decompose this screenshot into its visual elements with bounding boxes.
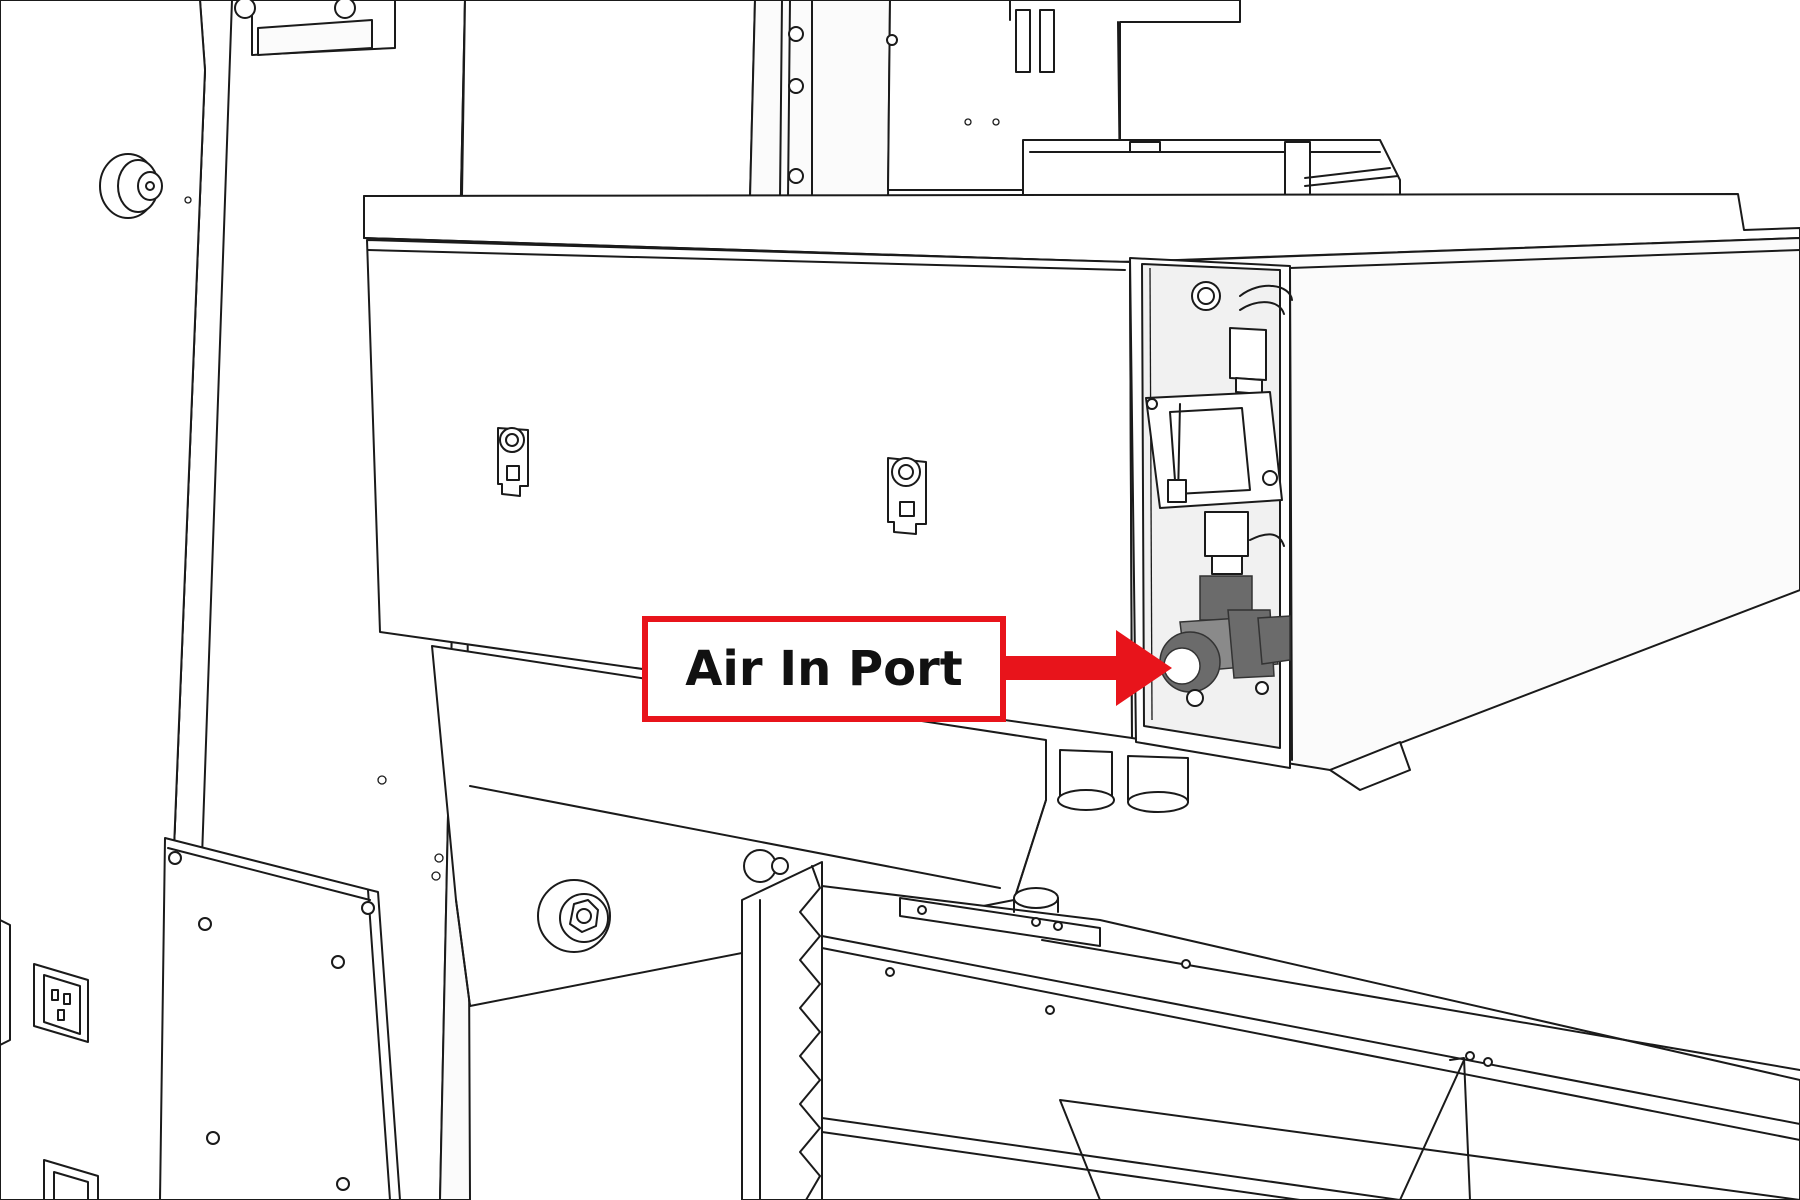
mount-left xyxy=(497,427,529,497)
enclosure-front-face xyxy=(366,239,1133,739)
knob xyxy=(99,153,192,219)
service-window xyxy=(1129,257,1293,769)
left-access-panel xyxy=(159,837,401,1200)
cable-glands xyxy=(1057,741,1411,813)
power-inlet-upper xyxy=(0,919,89,1046)
air-in-port-callout: Air In Port xyxy=(642,616,1006,722)
linear-rail xyxy=(821,885,1800,1200)
power-inlet-lower xyxy=(43,1159,99,1200)
callout-label: Air In Port xyxy=(685,641,963,697)
mount-right xyxy=(887,457,927,535)
callout-arrow-icon xyxy=(1006,630,1172,706)
bellows-cover xyxy=(741,849,823,1200)
upper-tower xyxy=(461,0,1241,201)
top-mechanism xyxy=(1022,139,1401,199)
top-left-bracket xyxy=(234,0,396,56)
air-in-port-fitting xyxy=(1159,575,1291,707)
